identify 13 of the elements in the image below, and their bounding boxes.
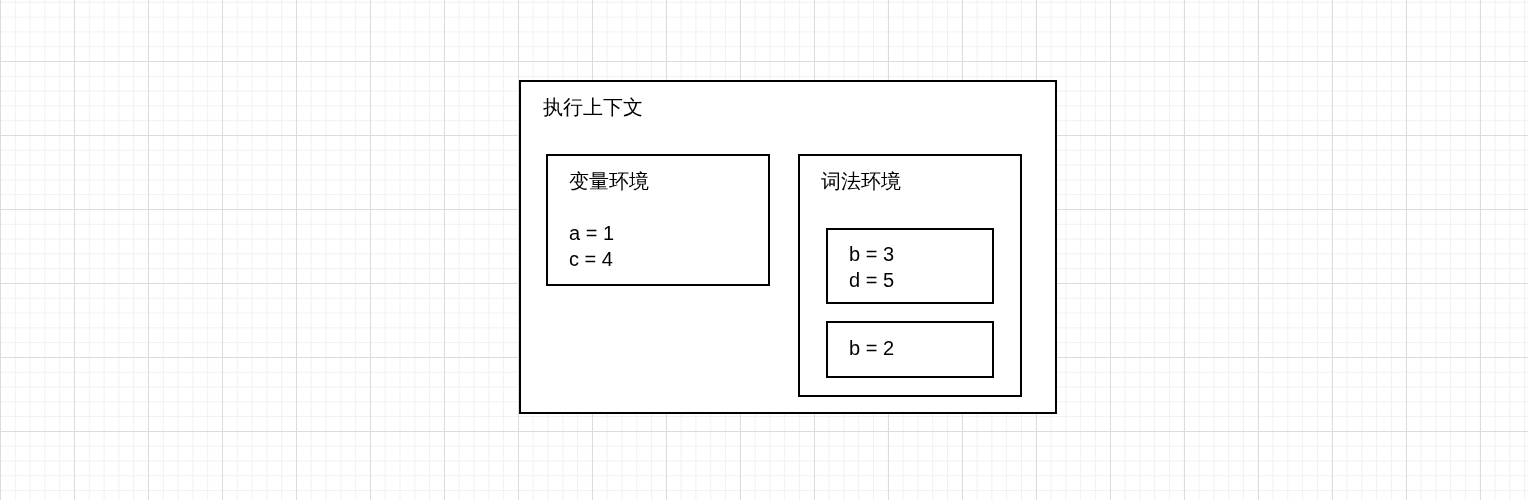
value-text: d = 5 xyxy=(849,268,895,293)
value-text: b = 2 xyxy=(849,336,895,361)
box-title: 词法环境 xyxy=(821,169,901,194)
value-text: b = 3 xyxy=(849,242,895,267)
record-box xyxy=(826,321,994,378)
box-title: 变量环境 xyxy=(569,169,649,194)
record-box xyxy=(826,228,994,304)
environment-box xyxy=(546,154,770,286)
value-text: c = 4 xyxy=(569,247,613,272)
context-box xyxy=(519,80,1057,414)
environment-box xyxy=(798,154,1022,397)
value-text: a = 1 xyxy=(569,221,615,246)
box-title: 执行上下文 xyxy=(543,95,643,120)
